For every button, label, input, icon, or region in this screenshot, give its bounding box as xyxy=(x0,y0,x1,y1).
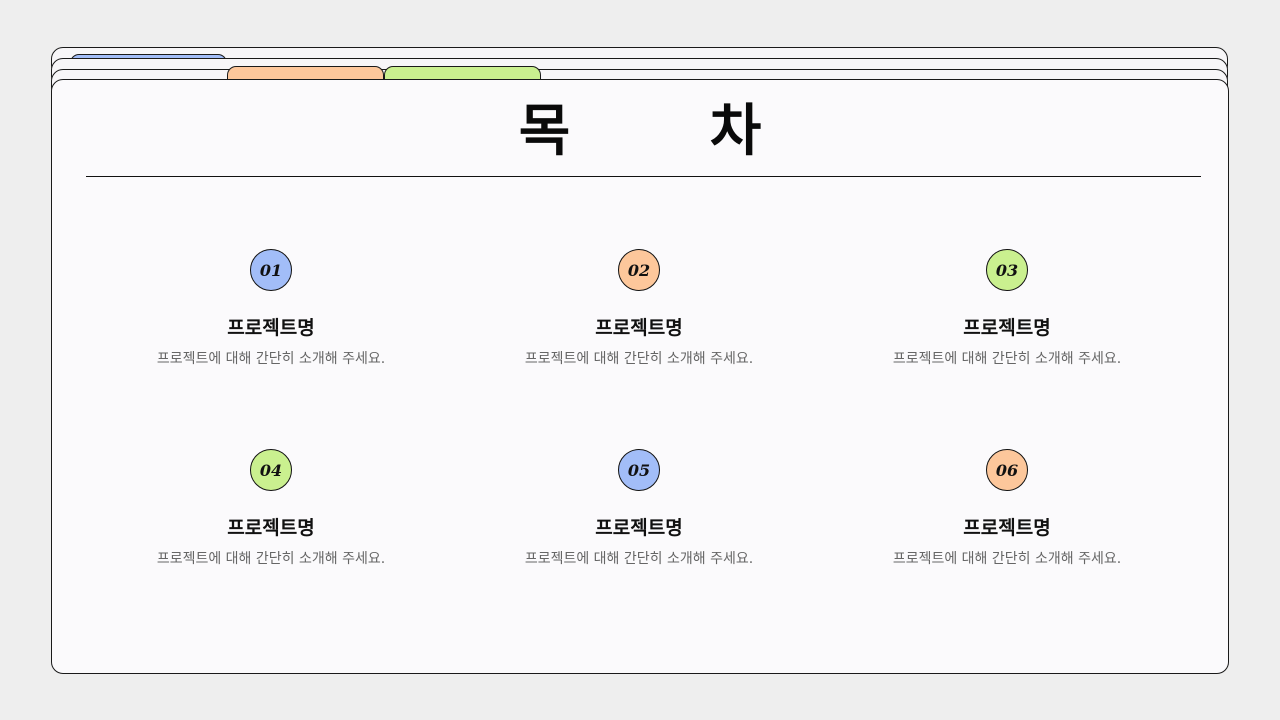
item-title: 프로젝트명 xyxy=(227,517,315,539)
item-description: 프로젝트에 대해 간단히 소개해 주세요. xyxy=(892,351,1122,367)
number-badge: 04 xyxy=(250,449,292,491)
title-divider xyxy=(86,176,1201,177)
page-title: 목 차 xyxy=(518,99,822,164)
toc-item-5: 05 프로젝트명 프로젝트에 대해 간단히 소개해 주세요. xyxy=(489,449,789,568)
main-card xyxy=(51,79,1229,674)
item-title: 프로젝트명 xyxy=(227,317,315,339)
number-badge: 06 xyxy=(986,449,1028,491)
toc-item-1: 01 프로젝트명 프로젝트에 대해 간단히 소개해 주세요. xyxy=(121,249,421,368)
toc-item-3: 03 프로젝트명 프로젝트에 대해 간단히 소개해 주세요. xyxy=(857,249,1157,368)
item-description: 프로젝트에 대해 간단히 소개해 주세요. xyxy=(892,551,1122,567)
toc-item-2: 02 프로젝트명 프로젝트에 대해 간단히 소개해 주세요. xyxy=(489,249,789,368)
number-badge: 02 xyxy=(618,249,660,291)
item-description: 프로젝트에 대해 간단히 소개해 주세요. xyxy=(156,551,386,567)
item-title: 프로젝트명 xyxy=(595,317,683,339)
number-badge: 05 xyxy=(618,449,660,491)
item-title: 프로젝트명 xyxy=(963,317,1051,339)
toc-item-6: 06 프로젝트명 프로젝트에 대해 간단히 소개해 주세요. xyxy=(857,449,1157,568)
item-title: 프로젝트명 xyxy=(595,517,683,539)
item-description: 프로젝트에 대해 간단히 소개해 주세요. xyxy=(524,351,754,367)
item-description: 프로젝트에 대해 간단히 소개해 주세요. xyxy=(156,351,386,367)
item-title: 프로젝트명 xyxy=(963,517,1051,539)
number-badge: 01 xyxy=(250,249,292,291)
number-badge: 03 xyxy=(986,249,1028,291)
toc-item-4: 04 프로젝트명 프로젝트에 대해 간단히 소개해 주세요. xyxy=(121,449,421,568)
item-description: 프로젝트에 대해 간단히 소개해 주세요. xyxy=(524,551,754,567)
